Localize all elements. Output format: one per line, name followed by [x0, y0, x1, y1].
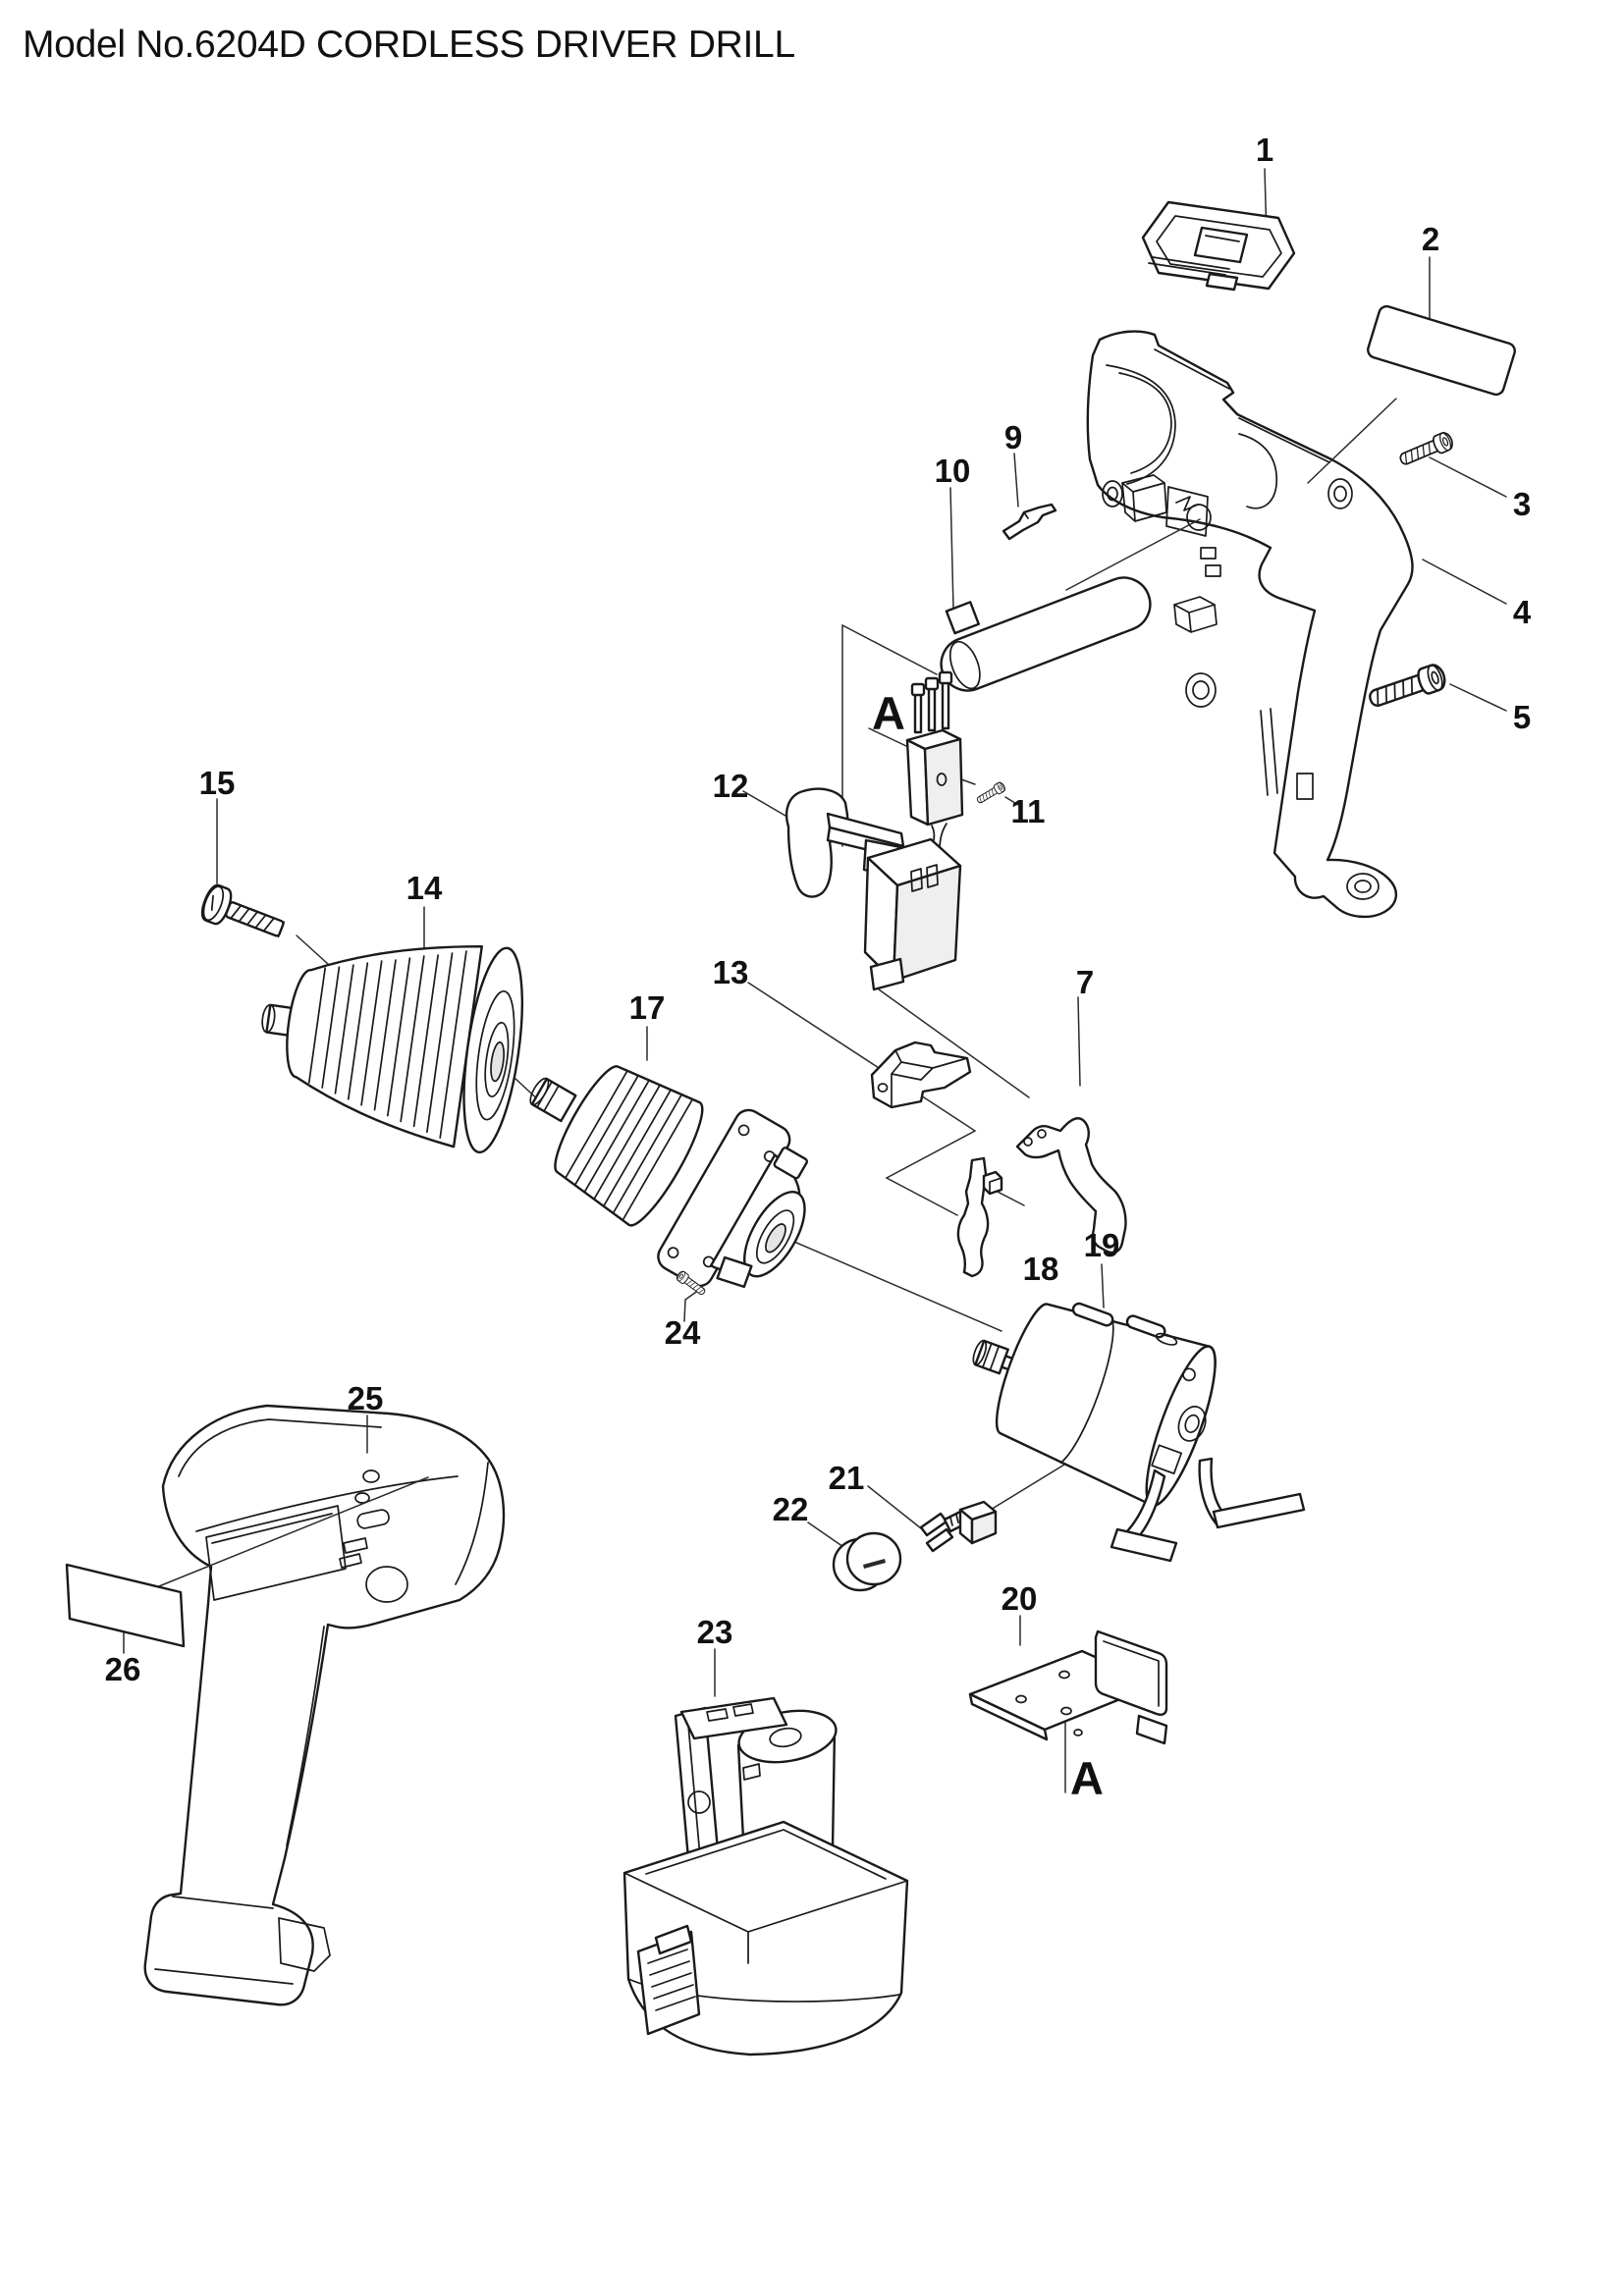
part-label-14: 14 [406, 870, 443, 906]
part-label-15: 15 [199, 765, 236, 801]
part-9-spring-clip [1001, 503, 1057, 541]
part-label-21: 21 [829, 1460, 865, 1496]
part-19-motor [972, 1302, 1306, 1563]
leader-10b [1065, 518, 1201, 591]
part-label-20: 20 [1001, 1580, 1038, 1617]
leader-10 [949, 487, 954, 610]
part-label-3: 3 [1513, 486, 1531, 522]
leader-18 [997, 1191, 1025, 1206]
part-label-19: 19 [1084, 1227, 1120, 1263]
leader-12 [742, 790, 786, 817]
part-17-gear-assembly [529, 1065, 809, 1289]
part-label-26: 26 [105, 1651, 141, 1687]
part-11-screw [974, 780, 1007, 806]
leader-13 [747, 982, 977, 1216]
leader-21 [867, 1485, 922, 1529]
part-25-housing-left-half [143, 1404, 506, 2006]
part-7-bracket [1015, 1117, 1127, 1255]
leader-11 [1004, 796, 1019, 806]
part-label-5: 5 [1513, 699, 1531, 735]
terminal-block-a [905, 670, 964, 871]
part-label-1: 1 [1256, 132, 1273, 168]
leader-2b [1307, 398, 1397, 484]
part-label-10: 10 [935, 453, 971, 489]
part-label-22: 22 [773, 1491, 809, 1527]
part-2-nameplate [1367, 304, 1516, 397]
part-label-17: 17 [629, 989, 666, 1026]
part-26-label [65, 1563, 186, 1648]
part-1-switch-cover [1141, 200, 1296, 292]
part-label-2: 2 [1422, 221, 1439, 257]
part-5-screw [1365, 661, 1449, 714]
part-label-12: 12 [713, 768, 749, 804]
part-label-11: 11 [1011, 793, 1046, 829]
leader-19 [1101, 1263, 1105, 1308]
part-18-lock-lever [956, 1156, 1003, 1278]
leader-22 [807, 1522, 847, 1550]
part-3-screw [1396, 429, 1456, 470]
part-10-push-rod [940, 576, 1152, 692]
leader-12b [878, 988, 1030, 1098]
part-label-23: 23 [697, 1614, 733, 1650]
part-label-25: 25 [348, 1380, 384, 1416]
part-15-chuck-screw [200, 883, 286, 938]
section-marker-a-bottom: A [1070, 1752, 1104, 1804]
part-label-18: 18 [1023, 1251, 1059, 1287]
leader-10c [841, 623, 938, 847]
leader-26b [148, 1476, 429, 1591]
leader-9 [1013, 453, 1019, 507]
leader-17b [786, 1238, 1002, 1332]
part-21-brush-holder [919, 1500, 998, 1553]
part-4-housing-right-half [1086, 330, 1414, 919]
leader-5 [1449, 683, 1507, 712]
part-12-switch [785, 787, 962, 991]
leader-3 [1429, 456, 1507, 498]
section-marker-a-top: A [872, 687, 905, 739]
leader-4 [1422, 559, 1507, 605]
callout-labels: 1 2 3 4 5 7 9 10 11 12 13 14 15 17 18 19… [105, 132, 1532, 1804]
part-14-chuck [261, 945, 523, 1154]
page-title: Model No.6204D CORDLESS DRIVER DRILL [23, 24, 795, 66]
part-20-terminal-plate [968, 1629, 1168, 1745]
part-23-battery [623, 1696, 909, 2056]
part-22-cap [832, 1531, 902, 1592]
part-label-7: 7 [1076, 964, 1094, 1000]
leader-a-top [868, 727, 907, 747]
part-label-24: 24 [665, 1314, 701, 1351]
leader-24 [683, 1289, 700, 1322]
part-label-9: 9 [1004, 419, 1022, 455]
part-label-13: 13 [713, 954, 749, 990]
part-label-4: 4 [1513, 594, 1532, 630]
leader-7 [1077, 996, 1081, 1087]
part-13-change-lever-mount [870, 1041, 972, 1109]
